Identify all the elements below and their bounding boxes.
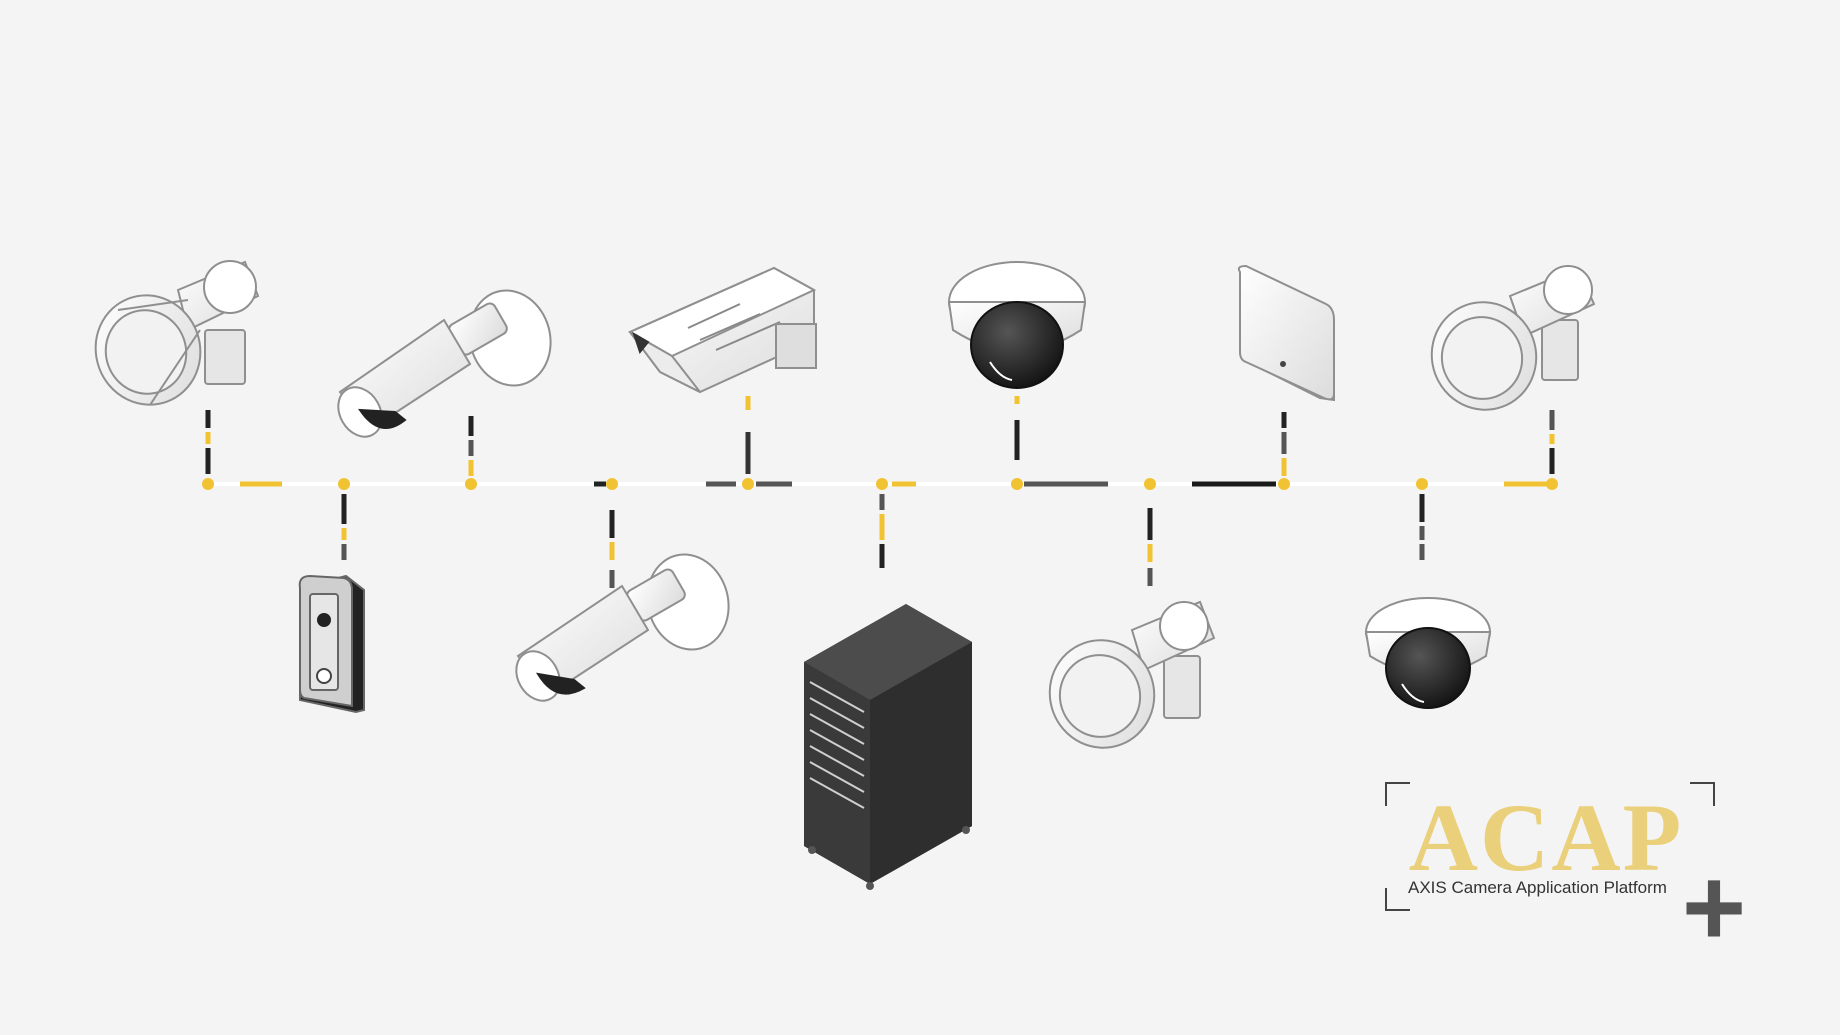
plus-icon: + <box>1682 846 1746 969</box>
logo-subtitle: AXIS Camera Application Platform <box>1408 878 1667 897</box>
door-station-icon <box>298 574 365 714</box>
horn-speaker-icon <box>1430 265 1596 411</box>
server-rack-icon <box>804 604 972 890</box>
dome-camera-icon <box>1364 597 1492 709</box>
horn-speaker-icon <box>1048 600 1216 749</box>
acap-logo: ACAP AXIS Camera Application Platform + <box>1385 782 1746 969</box>
horn-speaker-icon <box>94 260 260 406</box>
logo-wordmark: ACAP <box>1409 784 1684 891</box>
logo-corner-brackets <box>1385 782 1715 911</box>
network-junctions <box>202 478 1558 490</box>
box-camera-housing-icon <box>627 266 817 394</box>
network-connectors <box>205 396 1555 588</box>
bullet-camera-icon <box>515 553 730 702</box>
dome-camera-icon <box>947 261 1087 389</box>
access-control-panel-icon <box>1237 264 1335 402</box>
bullet-camera-icon <box>337 289 552 438</box>
